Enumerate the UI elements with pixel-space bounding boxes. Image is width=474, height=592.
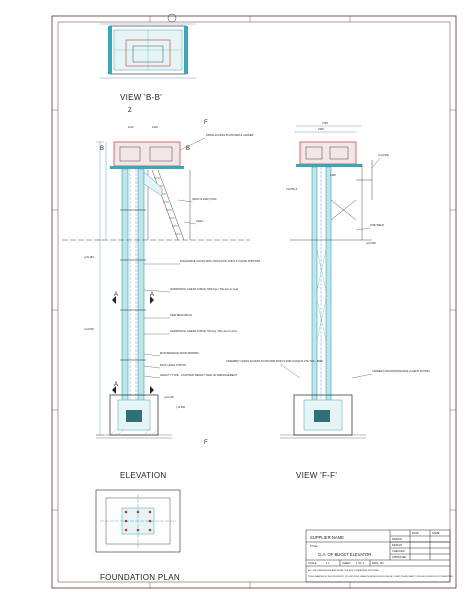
- dim-d8: (-)2.500: [176, 405, 186, 409]
- view-bb-drawing: [100, 13, 196, 79]
- inner-border: [57, 21, 451, 583]
- tb-row-3: APPROVED: [392, 555, 407, 559]
- callout-horiz-shear-1: HORIZONTAL SHEAR FORCE 7000 Kgs / Pile d…: [170, 287, 239, 291]
- mark-a-upper-right: A: [150, 292, 154, 298]
- mark-b-right: B: [186, 146, 190, 152]
- dim-d2: 1420: [152, 125, 158, 129]
- title-block: [305, 529, 451, 583]
- tb-sheet-label: SHEET: [342, 561, 351, 565]
- callout-horiz-shear-2: HORIZONTAL SHEAR FORCE 700 Kgs / Pile du…: [170, 329, 237, 333]
- callout-assembly-access: ASSEMBLY GOING ACCESS PLATFORM MOD IS-20…: [226, 359, 323, 363]
- tb-row-1: DESIGN: [392, 543, 402, 547]
- mark-a-lower: A: [114, 382, 118, 388]
- tb-drawing-title: G.A. OF BUCET ELEVATOR: [318, 552, 371, 557]
- elevation-drawing: [62, 137, 250, 439]
- tb-date-head: DATE: [412, 531, 419, 535]
- elevation-label: ELEVATION: [120, 471, 166, 480]
- dim-d6: (+)11.660: [378, 153, 390, 157]
- dim-d11: (+)0.200: [164, 395, 174, 399]
- border-ticks: [52, 16, 456, 588]
- view-ff-drawing: [279, 125, 381, 439]
- dim-d4: 1350: [330, 173, 336, 177]
- tb-row-2: CHECKED: [392, 549, 405, 553]
- callout-maintenance-door: MAINTENANCE DOOR 800X800: [160, 351, 199, 355]
- tb-scale-label: SCALE: [308, 561, 317, 565]
- tb-name-head: NAME: [432, 531, 440, 535]
- mark-f-top: F: [204, 120, 208, 126]
- tb-sheet-value: 1 OF 1: [356, 561, 364, 565]
- tb-note-1: ALL THE DIMENSIONS ARE IN MM. UNLESS OTH…: [308, 569, 380, 572]
- mark-z: Z: [128, 108, 132, 114]
- dim-d1: 1110: [128, 125, 134, 129]
- callout-gravity-take-up: GRAVITY TYPE - COUNTER WEIGHT TAKE UP AR…: [160, 373, 237, 377]
- callout-bolt-level: BOLT LEVEL TOP/ON: [160, 363, 186, 367]
- foundation-plan-drawing: [95, 489, 181, 553]
- mark-f-bottom: F: [204, 440, 208, 446]
- tb-scale-value: 1:1: [326, 561, 330, 565]
- outer-border: [51, 15, 457, 589]
- callout-side-bracing: SIDE BRACING IN: [170, 313, 192, 317]
- dim-d9: (+)5.454: [84, 255, 94, 259]
- callout-mod-steel: (MOD IS 2062) 6THK: [192, 197, 217, 201]
- callout-grill: GRILL: [196, 219, 204, 223]
- dim-d3: 2300: [318, 127, 324, 131]
- dim-d7: (+)0.000: [366, 241, 376, 245]
- callout-discharge-chute: DISCHARGE CHUTE WITH ISOLATION JOINT & C…: [180, 259, 261, 263]
- tb-title-prefix: TITLE:-: [310, 544, 319, 548]
- callout-chute: CHUTE-1: [286, 187, 298, 191]
- mark-a-upper: A: [114, 292, 118, 298]
- tb-supplier: SUPPLIER NAME: [310, 535, 344, 540]
- mark-b-left: B: [100, 146, 104, 152]
- view-ff-label: VIEW 'F-F': [296, 471, 337, 480]
- tb-row-0: DRAWN: [392, 537, 402, 541]
- callout-drive-access: DRIVE ACCESS PLATFORM & LADDER: [206, 133, 254, 137]
- view-bb-label: VIEW 'B-B': [120, 93, 162, 102]
- tb-dwg-label: DWG. NO.: [372, 561, 385, 565]
- tb-note-2: THIS DRAWING IS THE PROPERTY OF SUPPLIER…: [308, 575, 454, 578]
- callout-ladder-maint: LADDER FOR MAINTENANCE (CLIENT SCOPE): [372, 369, 430, 373]
- dim-d5: 2700: [322, 121, 328, 125]
- callout-site-weld: SITE WELD: [370, 223, 384, 227]
- foundation-plan-label: FOUNDATION PLAN: [100, 573, 180, 582]
- dim-d10: (+)3.500: [84, 327, 94, 331]
